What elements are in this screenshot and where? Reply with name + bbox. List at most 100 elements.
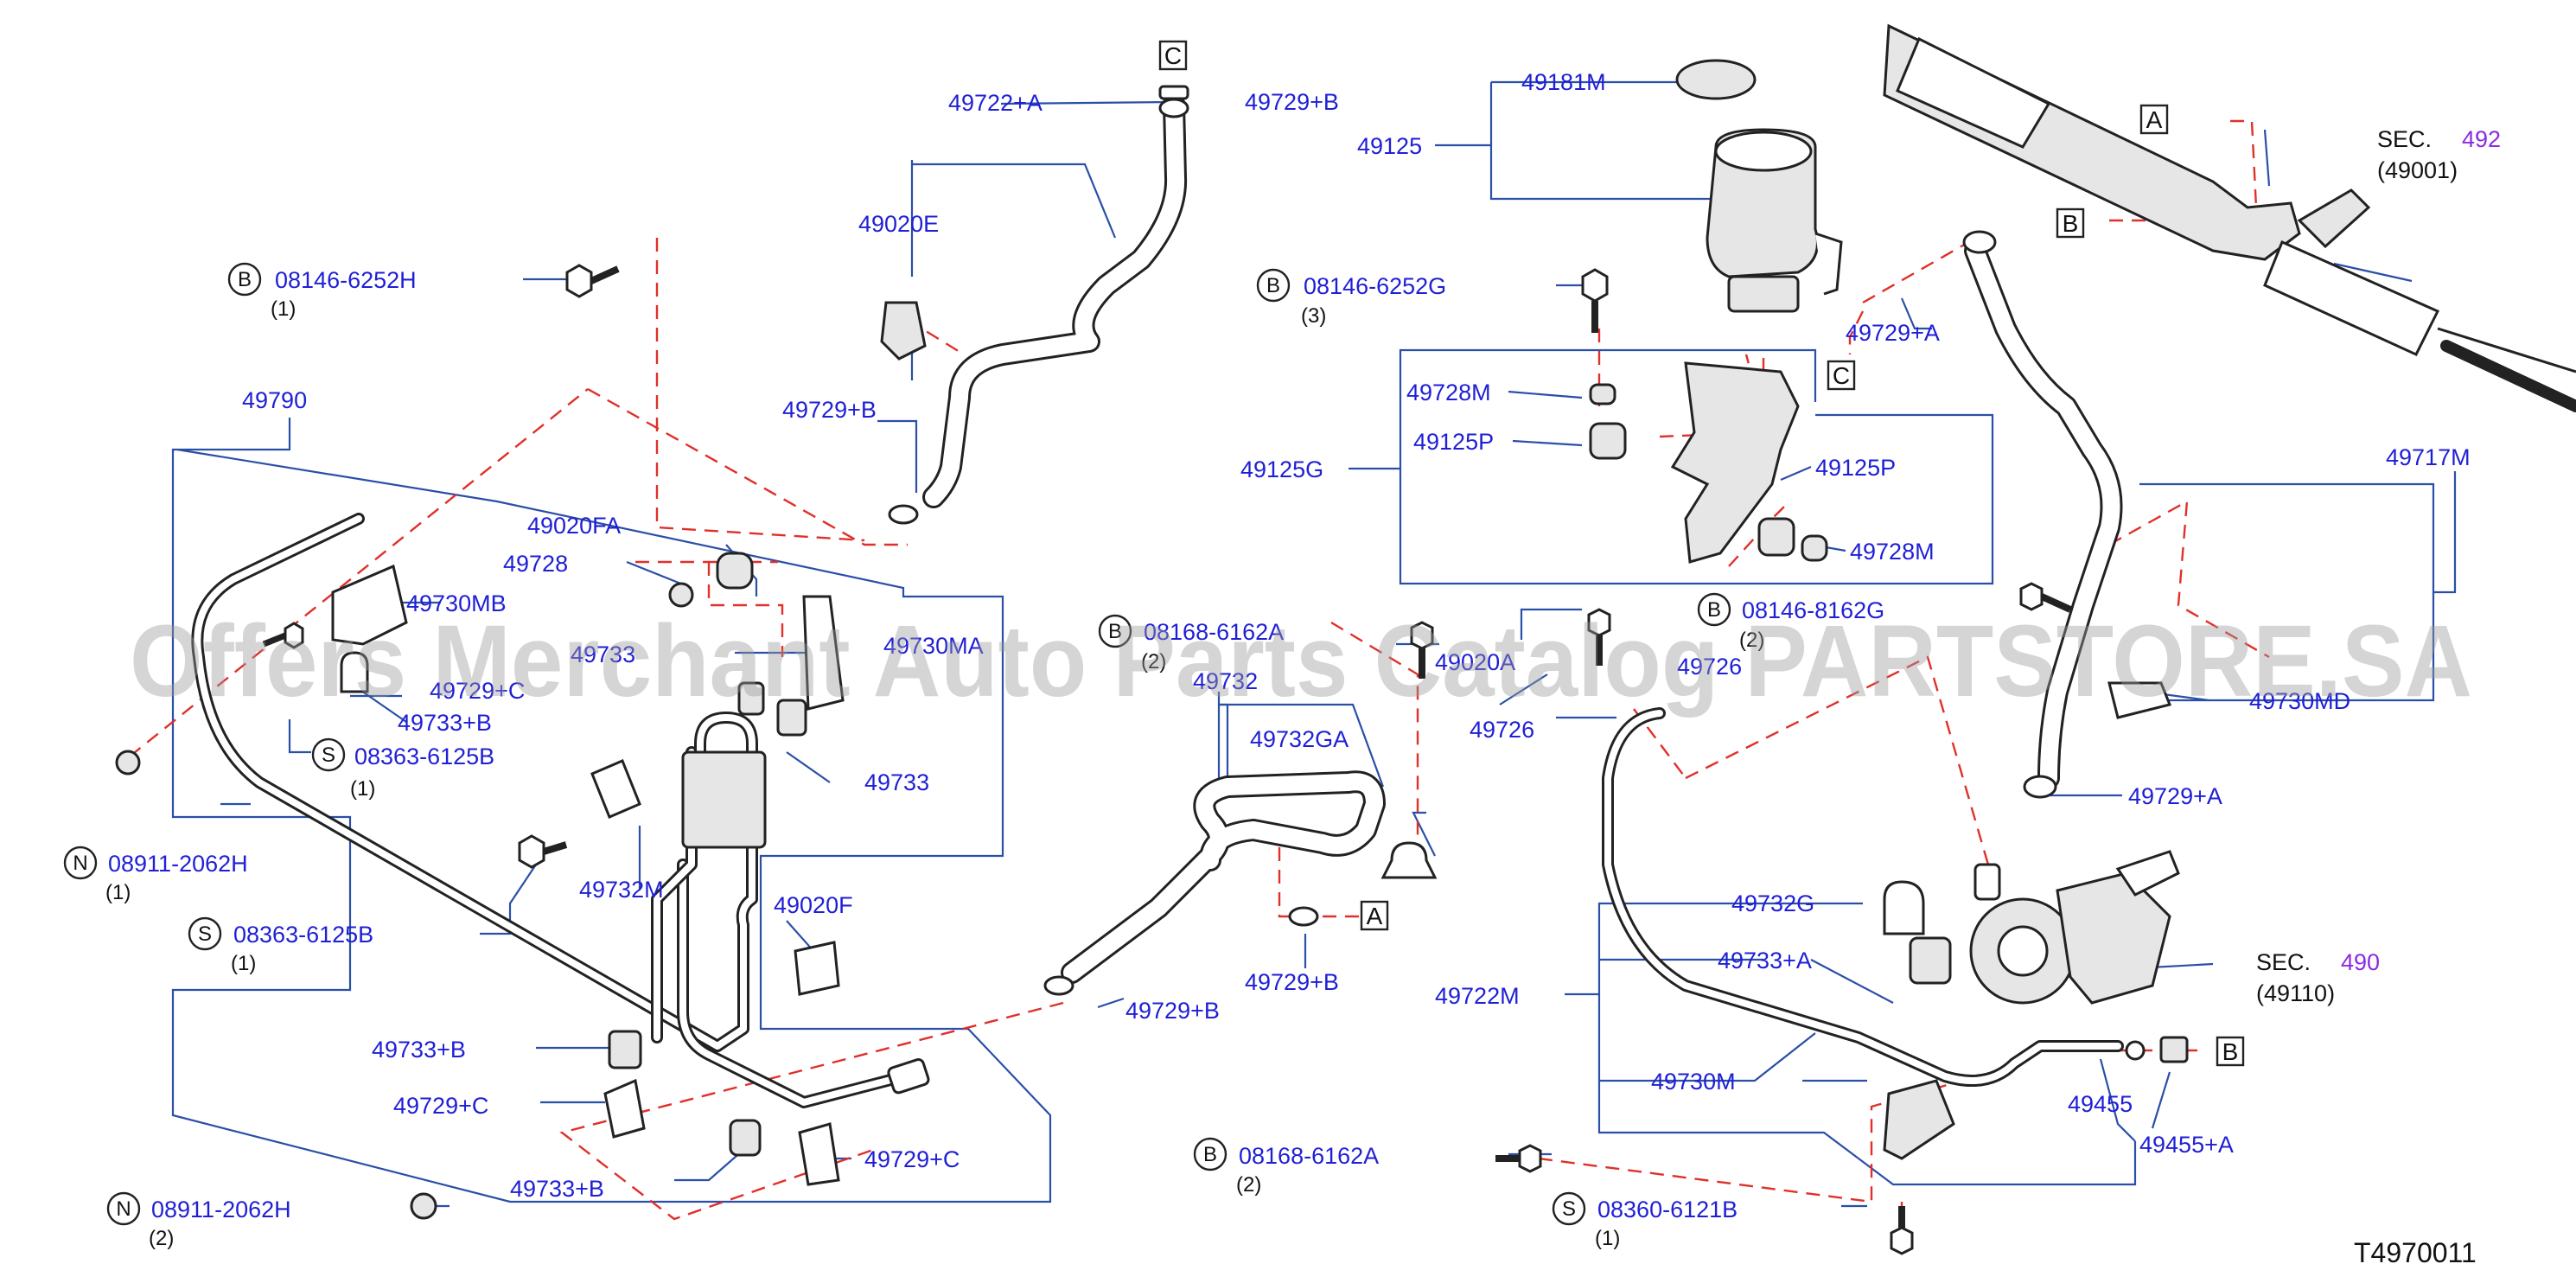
label-08363-6125B-b: 08363-6125B bbox=[233, 922, 373, 948]
label-49733B-bottom: 49733+B bbox=[510, 1176, 604, 1202]
bolt-08360-6121B bbox=[1890, 1206, 1914, 1255]
qty-08911-2062H-b: (2) bbox=[149, 1227, 174, 1250]
section-references: SEC. 492 (49001) SEC. 490 (49110) bbox=[2256, 126, 2501, 1006]
clamp-49729B-top bbox=[1158, 98, 1189, 118]
qty-08146-8162G: (2) bbox=[1739, 629, 1764, 652]
qty-08911-2062H-a: (1) bbox=[105, 881, 131, 904]
insulator-49733B-lower bbox=[608, 1030, 642, 1069]
clamp-49729A-mid bbox=[2023, 775, 2057, 799]
label-49455A: 49455+A bbox=[2139, 1132, 2234, 1158]
bracket-49125G bbox=[1670, 361, 1800, 564]
label-49729B-lower: 49729+B bbox=[1125, 998, 1220, 1024]
symbol-bolt: B bbox=[238, 268, 252, 291]
nut-08911-2062H-b bbox=[410, 1192, 437, 1220]
bolt-08168-6162A-top bbox=[1410, 621, 1434, 679]
label-49732: 49732 bbox=[1193, 668, 1258, 694]
label-49729A-mid: 49729+A bbox=[2128, 783, 2222, 809]
label-49730MB: 49730MB bbox=[406, 590, 507, 616]
symbol-nut: N bbox=[73, 852, 87, 875]
clamp-49729B-lower bbox=[1043, 975, 1074, 996]
bracket-49020F bbox=[794, 941, 840, 996]
label-49729C-lower: 49729+C bbox=[393, 1093, 488, 1119]
nut-08911-2062H-a bbox=[115, 750, 141, 776]
label-49729B-bottom: 49729+B bbox=[1245, 969, 1339, 995]
ref-box-c: C bbox=[1164, 42, 1182, 69]
ref-box-b: B bbox=[2063, 210, 2079, 237]
qty-08146-6252H: (1) bbox=[271, 297, 296, 321]
bracket-49730MD bbox=[2107, 681, 2172, 719]
label-49733: 49733 bbox=[864, 769, 929, 795]
section-prefix: SEC. bbox=[2377, 126, 2432, 152]
label-49733B-upper: 49733+B bbox=[398, 710, 492, 736]
label-49020FA: 49020FA bbox=[527, 513, 621, 539]
label-49732G: 49732G bbox=[1731, 890, 1814, 916]
label-49729C-upper: 49729+C bbox=[430, 678, 525, 704]
label-08146-6252H: 08146-6252H bbox=[275, 267, 417, 293]
label-49020E: 49020E bbox=[858, 211, 939, 237]
section-number-492: 492 bbox=[2462, 126, 2501, 152]
label-49729C-bottom: 49729+C bbox=[864, 1146, 960, 1172]
clamp-49729C-bottom bbox=[798, 1122, 840, 1186]
qty-08168-6162A-bottom: (2) bbox=[1236, 1173, 1261, 1197]
label-49125P-left: 49125P bbox=[1413, 429, 1494, 455]
section-prefix: SEC. bbox=[2256, 949, 2311, 975]
label-49125: 49125 bbox=[1357, 133, 1422, 159]
label-49730MD: 49730MD bbox=[2249, 688, 2350, 714]
symbol-nut: N bbox=[116, 1197, 131, 1221]
qty-08360-6121B: (1) bbox=[1595, 1227, 1620, 1250]
label-49729A-top: 49729+A bbox=[1846, 320, 1940, 346]
bracket-49732M bbox=[590, 759, 641, 819]
diagram-code: T4970011 bbox=[2354, 1237, 2477, 1268]
insulator-49125P-left bbox=[1589, 422, 1627, 460]
label-49733-obscured: 49733 bbox=[571, 642, 635, 667]
clamp-49732 bbox=[1380, 841, 1438, 879]
bolt-08363-6125B-a bbox=[262, 622, 304, 649]
label-49730M: 49730M bbox=[1651, 1069, 1736, 1095]
clamp-49729A-top bbox=[1962, 230, 1997, 254]
label-49732GA: 49732GA bbox=[1250, 726, 1349, 752]
qty-08146-6252G: (3) bbox=[1301, 304, 1326, 328]
reference-boxes: C A C A B B bbox=[1158, 40, 2245, 1067]
label-49730MA: 49730MA bbox=[883, 633, 984, 659]
label-49729B-mid: 49729+B bbox=[782, 397, 877, 423]
power-steering-pump bbox=[1969, 850, 2180, 1005]
part-drawings bbox=[115, 23, 2576, 1255]
ref-box-b: B bbox=[2222, 1038, 2239, 1065]
cooler-block bbox=[681, 750, 767, 849]
clamp-49729C-upper bbox=[340, 651, 369, 693]
label-49728M-left: 49728M bbox=[1406, 380, 1491, 405]
label-49717M: 49717M bbox=[2386, 444, 2471, 470]
bracket-49730M bbox=[1883, 1079, 1955, 1160]
symbol-bolt: B bbox=[1203, 1143, 1217, 1166]
bracket-49730MA bbox=[802, 595, 845, 711]
bracket-49730MB bbox=[331, 564, 408, 646]
bolt-08168-6162A-bottom bbox=[1495, 1144, 1542, 1173]
label-49181M: 49181M bbox=[1521, 69, 1606, 95]
label-49733B-lower: 49733+B bbox=[372, 1037, 466, 1063]
insulator-49733A bbox=[1909, 936, 1952, 985]
symbol-screw: S bbox=[1562, 1197, 1576, 1221]
label-08146-8162G: 08146-8162G bbox=[1742, 597, 1884, 623]
label-49733A: 49733+A bbox=[1718, 948, 1812, 973]
grommet-49020FA bbox=[716, 552, 754, 590]
fitting-49455A bbox=[2159, 1036, 2189, 1063]
label-08911-2062H-b: 08911-2062H bbox=[151, 1197, 291, 1222]
symbol-bolt: B bbox=[1707, 598, 1721, 622]
washer-49455 bbox=[2125, 1040, 2146, 1061]
reservoir-cap-49181M bbox=[1675, 59, 1757, 100]
label-49726-b: 49726 bbox=[1470, 717, 1534, 743]
clamp-49729C-lower bbox=[603, 1078, 646, 1139]
hose-49722A bbox=[922, 93, 1188, 508]
label-08360-6121B: 08360-6121B bbox=[1597, 1197, 1738, 1222]
label-49125P-right: 49125P bbox=[1815, 455, 1896, 481]
ref-box-a: A bbox=[2146, 106, 2163, 133]
insulator-49125P-right bbox=[1757, 517, 1795, 557]
section-number-490: 490 bbox=[2341, 949, 2380, 975]
steering-gear-assembly bbox=[1883, 23, 2576, 412]
bolt-08146-6252H bbox=[565, 264, 620, 298]
section-sub-49001: (49001) bbox=[2377, 157, 2458, 183]
grommet-49728M-right bbox=[1801, 534, 1828, 562]
label-49728: 49728 bbox=[503, 551, 568, 577]
insulator-49733 bbox=[776, 699, 807, 737]
label-08911-2062H-a: 08911-2062H bbox=[108, 851, 248, 877]
